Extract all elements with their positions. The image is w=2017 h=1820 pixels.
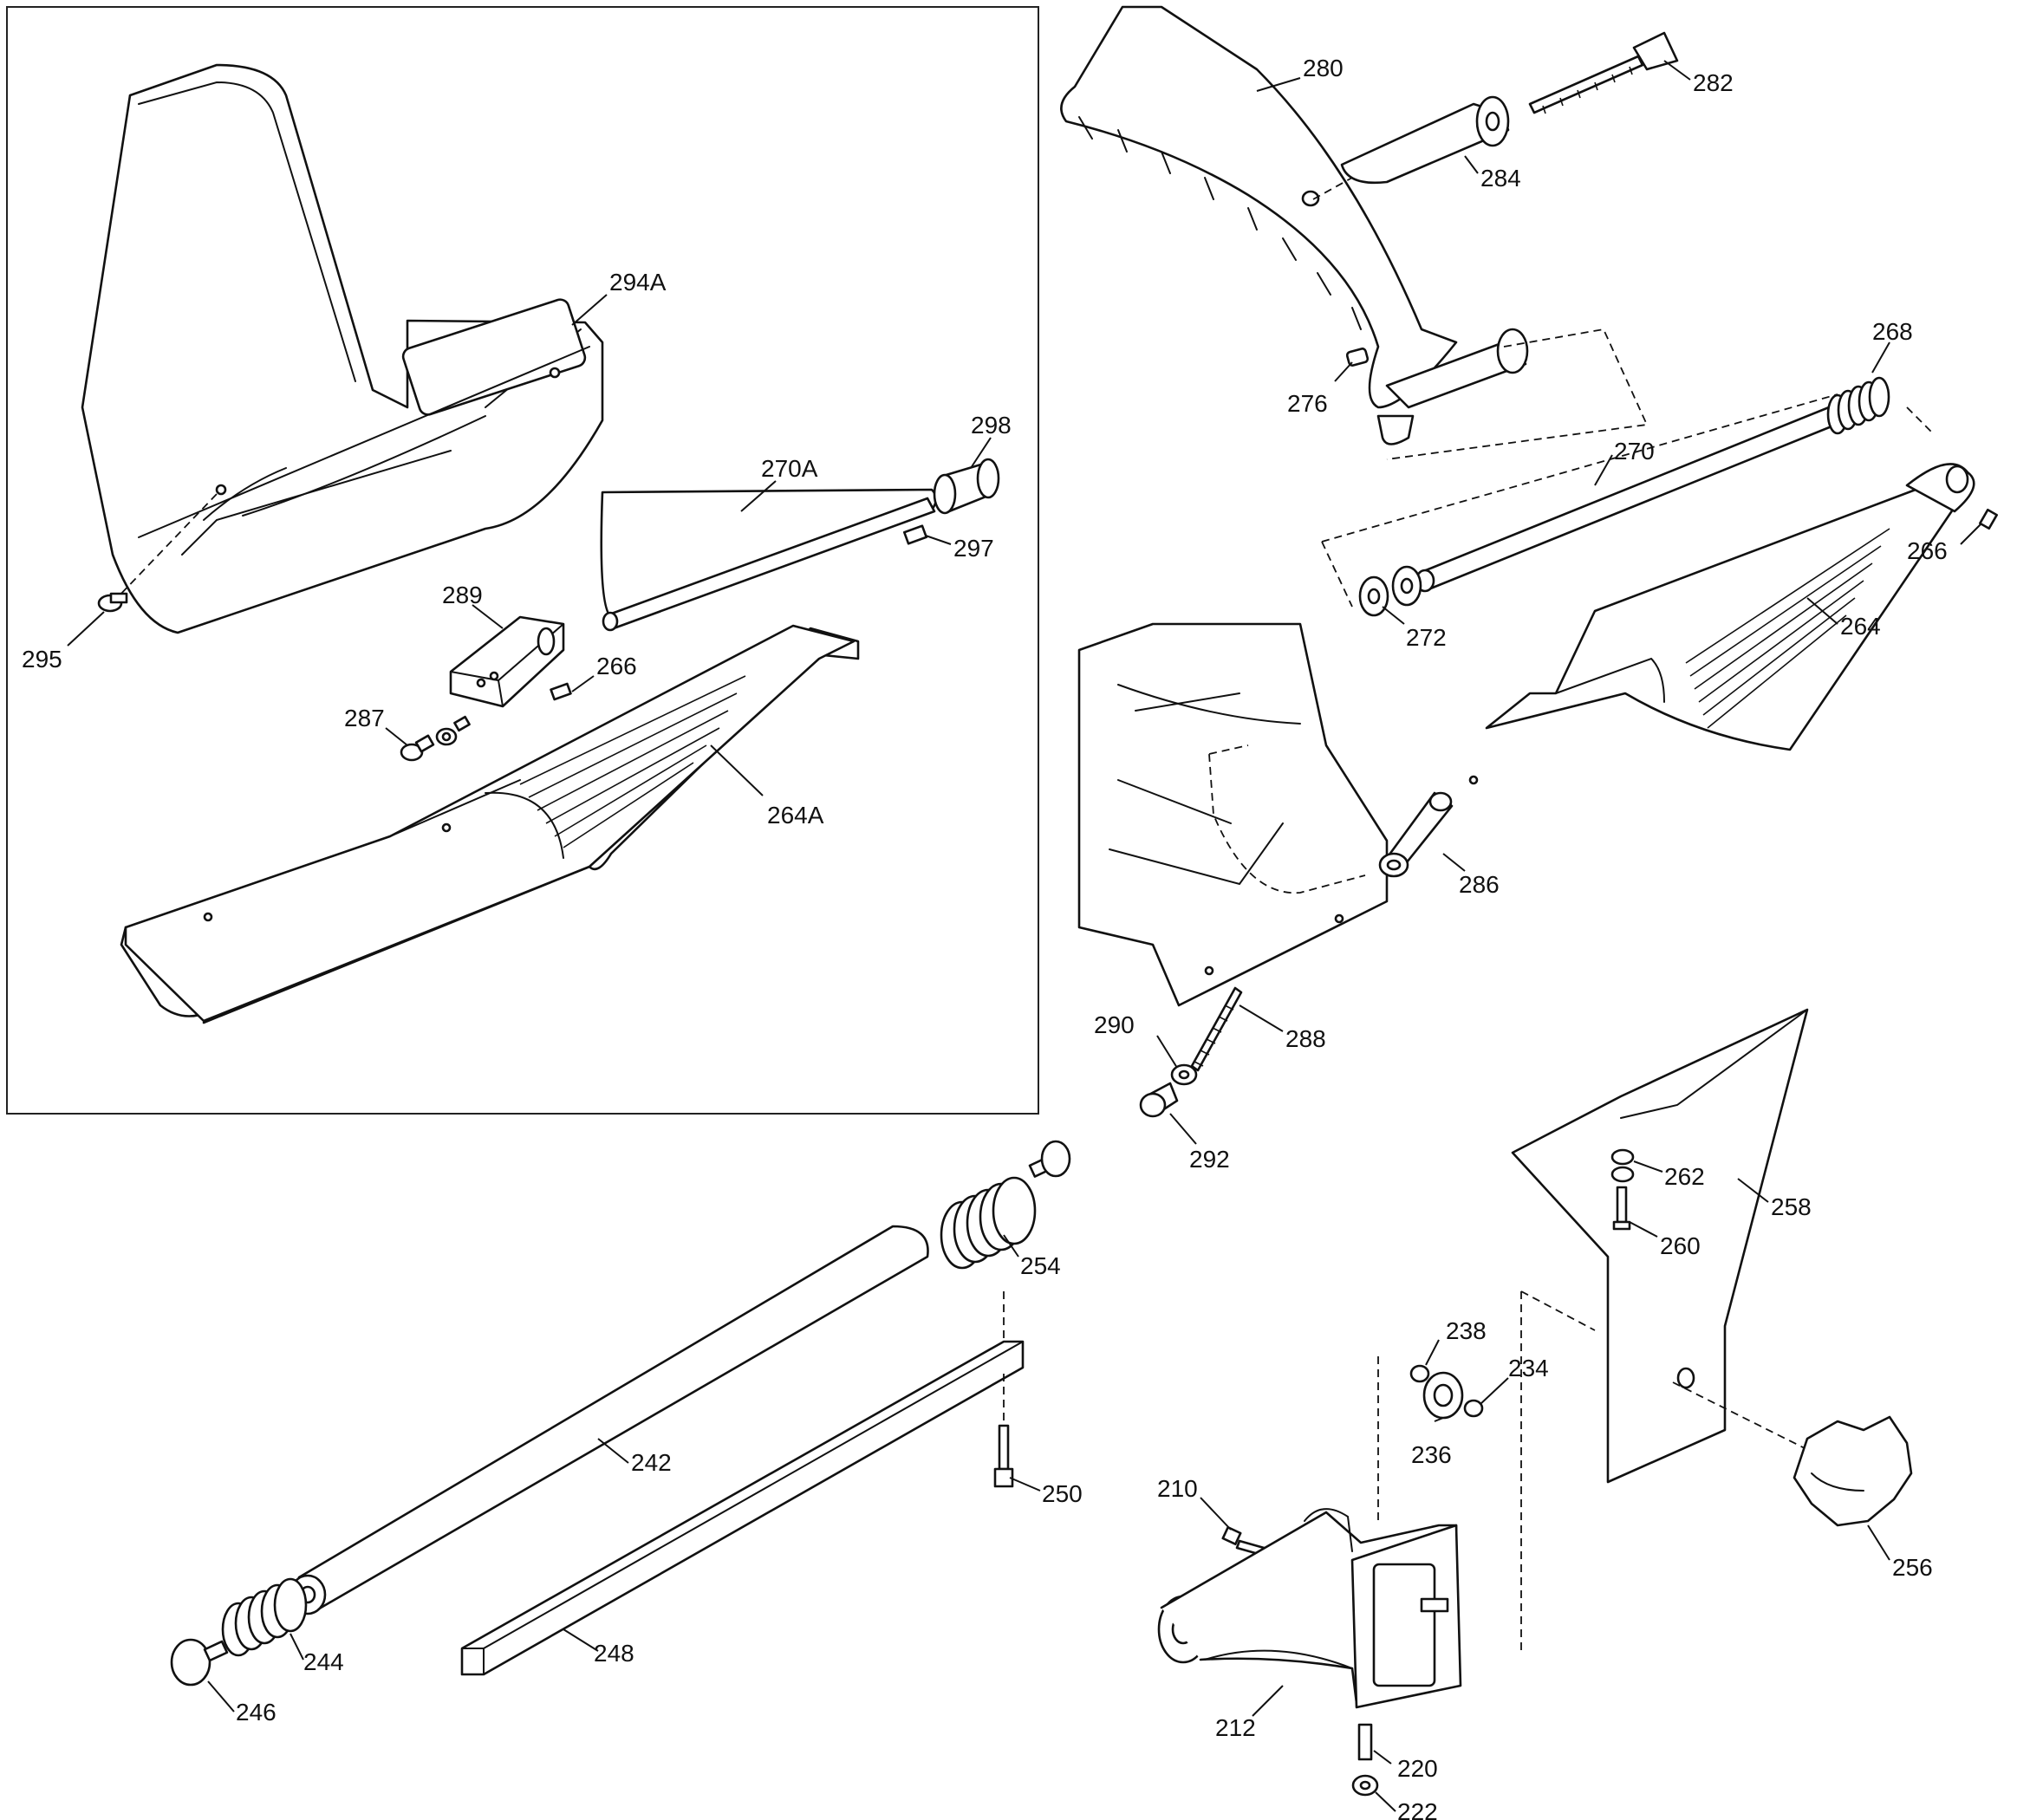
label-292: 292 — [1189, 1146, 1230, 1173]
label-264: 264 — [1840, 613, 1881, 640]
part-238-nut — [1409, 1364, 1430, 1383]
label-254: 254 — [1020, 1252, 1061, 1279]
label-248: 248 — [594, 1640, 634, 1667]
label-238: 238 — [1446, 1317, 1487, 1344]
label-260: 260 — [1660, 1232, 1701, 1259]
label-282: 282 — [1693, 69, 1734, 96]
label-289: 289 — [442, 582, 483, 608]
part-220-screw — [1357, 1723, 1373, 1761]
part-284-handle-grip — [1340, 95, 1510, 185]
label-250: 250 — [1042, 1480, 1083, 1507]
part-246-thumb-screw — [170, 1638, 229, 1687]
part-258-bracket — [1511, 1008, 1809, 1484]
part-264A-arm — [120, 624, 860, 1024]
part-298-collar — [933, 458, 1000, 515]
part-294A-guard — [81, 63, 604, 634]
label-266-inset: 266 — [596, 653, 637, 679]
part-276-pin — [1345, 348, 1370, 367]
label-287: 287 — [344, 705, 385, 731]
part-222-nut — [1351, 1774, 1379, 1797]
part-295-screw — [97, 592, 128, 613]
label-210: 210 — [1157, 1475, 1198, 1502]
label-234: 234 — [1508, 1355, 1549, 1381]
part-288-threaded-rod — [1190, 986, 1243, 1072]
label-270A: 270A — [761, 455, 818, 482]
label-284: 284 — [1480, 165, 1521, 192]
label-264A: 264A — [767, 802, 824, 829]
part-244-spring — [221, 1577, 308, 1657]
part-290-washer — [1170, 1063, 1198, 1086]
part-212-housing — [1157, 1508, 1462, 1709]
part-268-spring — [1826, 376, 1890, 435]
dashed-guide-bracket — [1377, 1290, 1812, 1655]
label-295: 295 — [22, 646, 62, 673]
part-292-cap-nut — [1139, 1082, 1179, 1118]
part-266-set-screw-right — [1979, 508, 1998, 530]
part-262-washers — [1610, 1148, 1635, 1183]
label-276: 276 — [1287, 390, 1328, 417]
label-288: 288 — [1285, 1025, 1326, 1052]
part-264-arm — [1485, 463, 1975, 751]
label-266-right: 266 — [1907, 537, 1948, 564]
label-286: 286 — [1459, 871, 1500, 898]
part-256-knob — [1793, 1415, 1913, 1527]
label-236: 236 — [1411, 1441, 1452, 1468]
label-256: 256 — [1892, 1554, 1933, 1581]
part-labels: 294A 298 270A 297 289 266 287 295 264A 2… — [22, 55, 1948, 1820]
part-287-bolt — [400, 715, 471, 762]
part-289-block — [449, 615, 565, 708]
label-246: 246 — [236, 1699, 277, 1726]
part-297-set-screw — [902, 524, 928, 545]
part-242-tube — [289, 1225, 929, 1615]
label-262: 262 — [1664, 1163, 1705, 1190]
label-242: 242 — [631, 1449, 672, 1476]
label-222: 222 — [1397, 1798, 1438, 1820]
label-212: 212 — [1215, 1714, 1256, 1741]
part-248-bar — [460, 1340, 1025, 1676]
part-236-bearing — [1422, 1371, 1464, 1420]
leader-lines — [67, 60, 1981, 1812]
part-286-bushing — [1378, 791, 1454, 878]
label-272: 272 — [1406, 624, 1447, 651]
label-268: 268 — [1872, 318, 1913, 345]
label-294A: 294A — [609, 269, 667, 296]
label-280: 280 — [1303, 55, 1344, 81]
dashed-guide-270 — [1321, 393, 1934, 608]
part-260-bolt — [1612, 1186, 1631, 1231]
part-280-handle — [1060, 5, 1529, 445]
label-220: 220 — [1397, 1755, 1438, 1782]
inset-frame — [6, 6, 1039, 1115]
part-250-bolt — [993, 1424, 1014, 1488]
label-290: 290 — [1094, 1011, 1135, 1038]
part-272-washers — [1358, 565, 1422, 617]
label-298: 298 — [971, 412, 1012, 439]
part-266-set-screw-inset — [550, 682, 572, 701]
dashed-guide-284 — [1312, 177, 1353, 200]
label-258: 258 — [1771, 1193, 1812, 1220]
part-282-screw — [1528, 31, 1679, 114]
part-234-nut — [1463, 1399, 1484, 1418]
part-254-spring — [940, 1140, 1071, 1270]
part-270A-rod — [600, 488, 938, 632]
label-244: 244 — [303, 1648, 344, 1675]
label-270: 270 — [1614, 438, 1655, 465]
label-297: 297 — [953, 535, 994, 562]
